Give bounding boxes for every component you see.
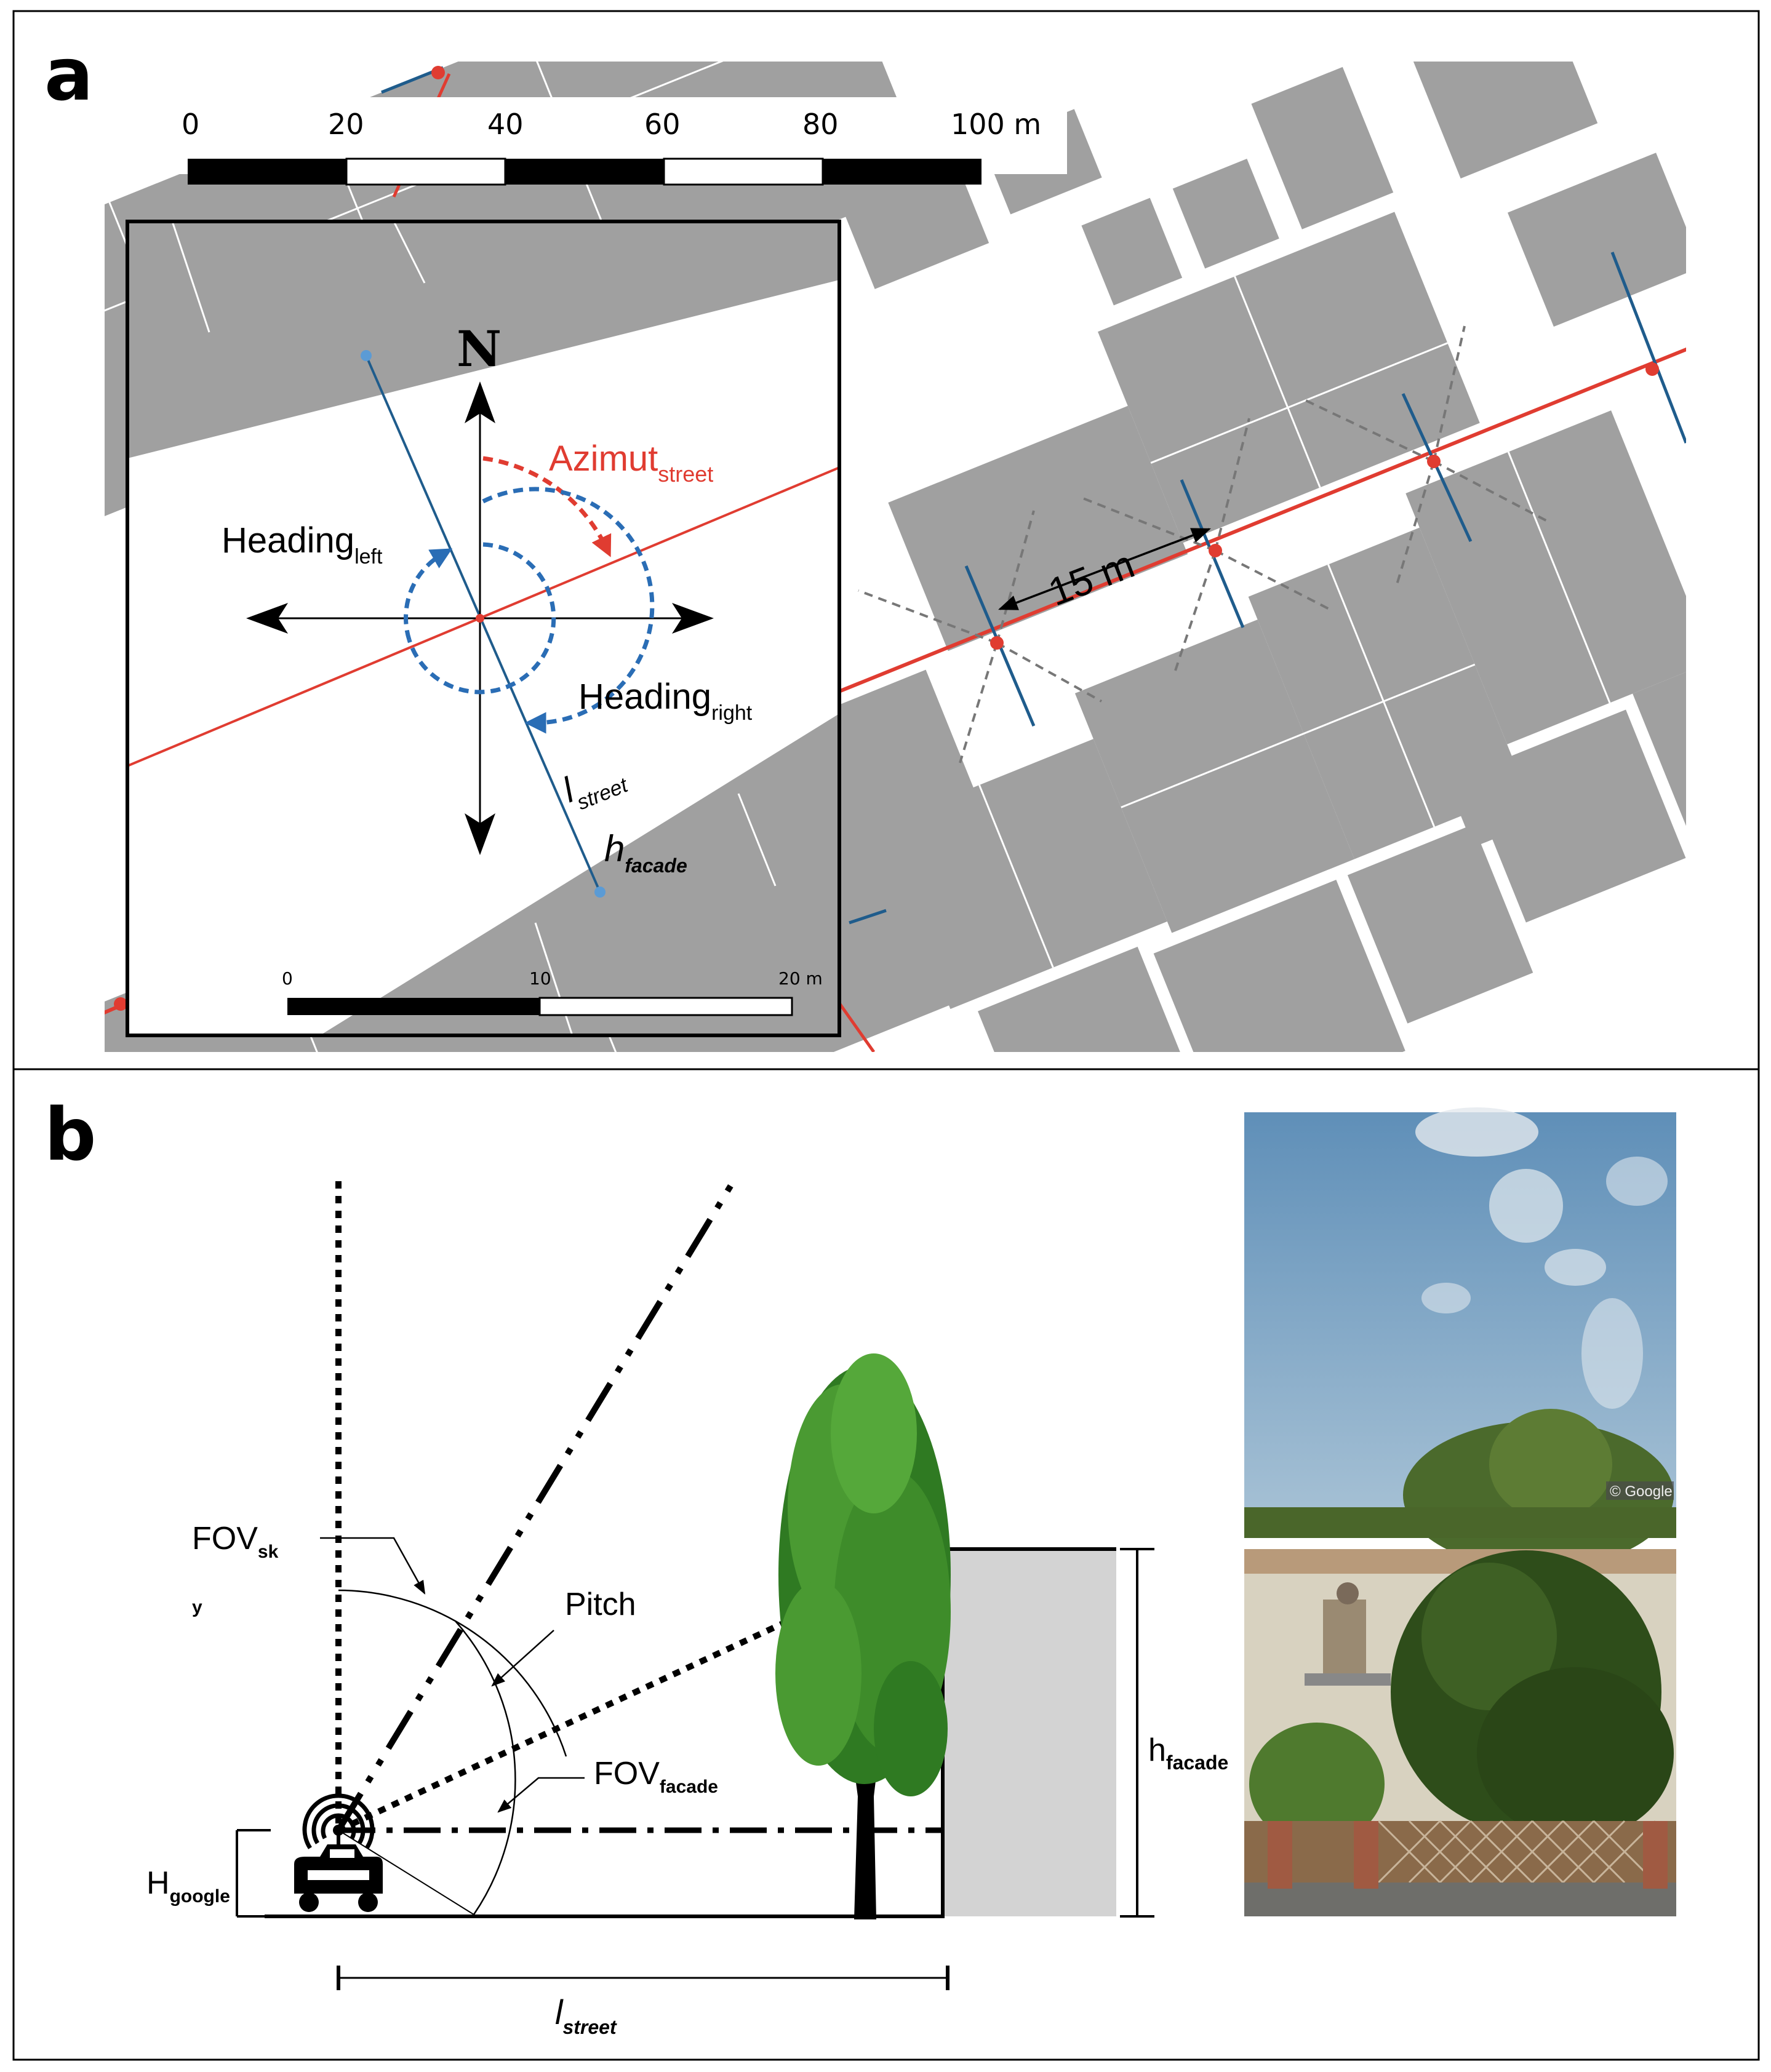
sample-point [1645, 362, 1659, 376]
heading-right-label-main: Heading [578, 677, 711, 717]
scale-tick-label: 0 [182, 108, 199, 141]
h-google-label: Hgoogle [146, 1865, 230, 1907]
perpendicular-line [849, 909, 887, 925]
fov-facade-main: FOV [594, 1756, 660, 1791]
figure-frame [12, 10, 1760, 2061]
heading-left-arrow [404, 548, 453, 641]
fov-sky-sub-extra: y [192, 1597, 202, 1617]
sample-point [1209, 544, 1222, 557]
street-line [737, 347, 1686, 734]
h-facade-label-main: h [604, 828, 625, 869]
building-small [1439, 752, 1497, 848]
fov-sky-arc [338, 1589, 567, 1757]
scale-bar-main: 0 20 40 60 80 100 m [167, 97, 1067, 186]
inset-building-bottom [127, 714, 839, 1035]
inset-scale-tick: 0 [282, 968, 293, 989]
l-street-label-b: lstreet [555, 1993, 617, 2038]
fov-facade-label: FOVfacade [594, 1756, 718, 1797]
h-facade-label-sub: facade [625, 855, 687, 877]
compass-east-head [672, 603, 714, 634]
azimut-label: Azimutstreet [549, 439, 713, 487]
inset-scale-tick: 20 m [778, 968, 823, 989]
heading-right-label-sub: right [711, 701, 753, 725]
section-diagram: hfacade FOVsk y Pitch FOVfacade [146, 1176, 1228, 2038]
h-google-sub: google [170, 1886, 230, 1907]
compass-north-head [465, 381, 495, 423]
inset-frame [126, 220, 841, 1037]
l-street-b-main: l [555, 1993, 564, 2031]
tree-icon [775, 1353, 951, 1919]
sample-point [1427, 455, 1441, 468]
panel-a-letter: a [44, 32, 94, 117]
compass-south-head [465, 813, 495, 855]
inset-center-point [476, 614, 484, 623]
fov-sky-sub: sk [258, 1542, 279, 1562]
heading-right-label: Headingright [578, 677, 753, 725]
perpendicular-line [1401, 392, 1473, 543]
building-section [943, 1549, 1116, 1916]
fov-facade-sub: facade [660, 1777, 718, 1797]
sample-point [114, 997, 127, 1011]
inset-building-top [127, 221, 839, 458]
h-facade-b-sub: facade [1166, 1751, 1228, 1774]
scale-bar-inset: 0 10 20 m [282, 968, 823, 1016]
scale-tick-label: 100 m [951, 108, 1041, 141]
panel-b-letter: b [44, 1092, 96, 1177]
scale-tick-label: 40 [487, 108, 524, 141]
pitch-callout [491, 1630, 554, 1687]
fov-facade-arc [455, 1620, 516, 1915]
scale-tick-label: 80 [802, 108, 839, 141]
l-street-b-sub: street [562, 2016, 617, 2038]
heading-left-label-sub: left [354, 545, 383, 568]
street-view-photo-bottom [1244, 1549, 1676, 1916]
heading-left-label-main: Heading [222, 520, 354, 560]
scale-bar-segments [188, 157, 981, 186]
h-google-main: H [146, 1865, 170, 1901]
north-label: N [457, 320, 502, 378]
inset-facade-point [594, 887, 606, 898]
fov-ray [338, 1830, 474, 1915]
interval-arrow [998, 528, 1211, 610]
sample-point [990, 636, 1004, 650]
photo-watermark: © Google [1610, 1483, 1673, 1500]
compass-west-head [246, 603, 288, 634]
fov-sky-callout [320, 1537, 426, 1595]
signal-icon [302, 1793, 375, 1849]
h-facade-b-main: h [1148, 1732, 1166, 1768]
fov-sky-main: FOV [192, 1521, 258, 1556]
perpendicular-line [1610, 252, 1686, 444]
heading-right-arc [482, 487, 655, 734]
car-icon [294, 1830, 383, 1912]
inset-perpendicular-line [365, 355, 601, 893]
azimut-label-sub: street [658, 461, 713, 487]
inset-facade-point [361, 350, 372, 361]
scale-tick-label: 60 [644, 108, 681, 141]
inset-scale-tick: 10 [529, 968, 551, 989]
heading-left-label: Headingleft [222, 520, 383, 568]
sample-point [431, 66, 445, 79]
scale-tick-label: 20 [328, 108, 364, 141]
h-facade-label-b: hfacade [1148, 1732, 1228, 1774]
view-cones [858, 325, 1551, 763]
heading-left-arc [407, 542, 556, 695]
fov-sky-label: FOVsk [192, 1521, 279, 1562]
azimut-label-main: Azimut [549, 439, 658, 479]
h-facade-label: hfacade [604, 828, 687, 877]
fov-facade-callout [497, 1777, 585, 1813]
pitch-label: Pitch [565, 1587, 636, 1622]
azimut-arc [482, 456, 612, 557]
pitch-line [335, 1176, 738, 1832]
building-cluster-lower-right [876, 410, 1686, 1052]
inset-panel: N Azimutstreet Headingleft Headingright … [126, 220, 841, 1037]
street-view-photo-top: © Google [1244, 1107, 1676, 1569]
